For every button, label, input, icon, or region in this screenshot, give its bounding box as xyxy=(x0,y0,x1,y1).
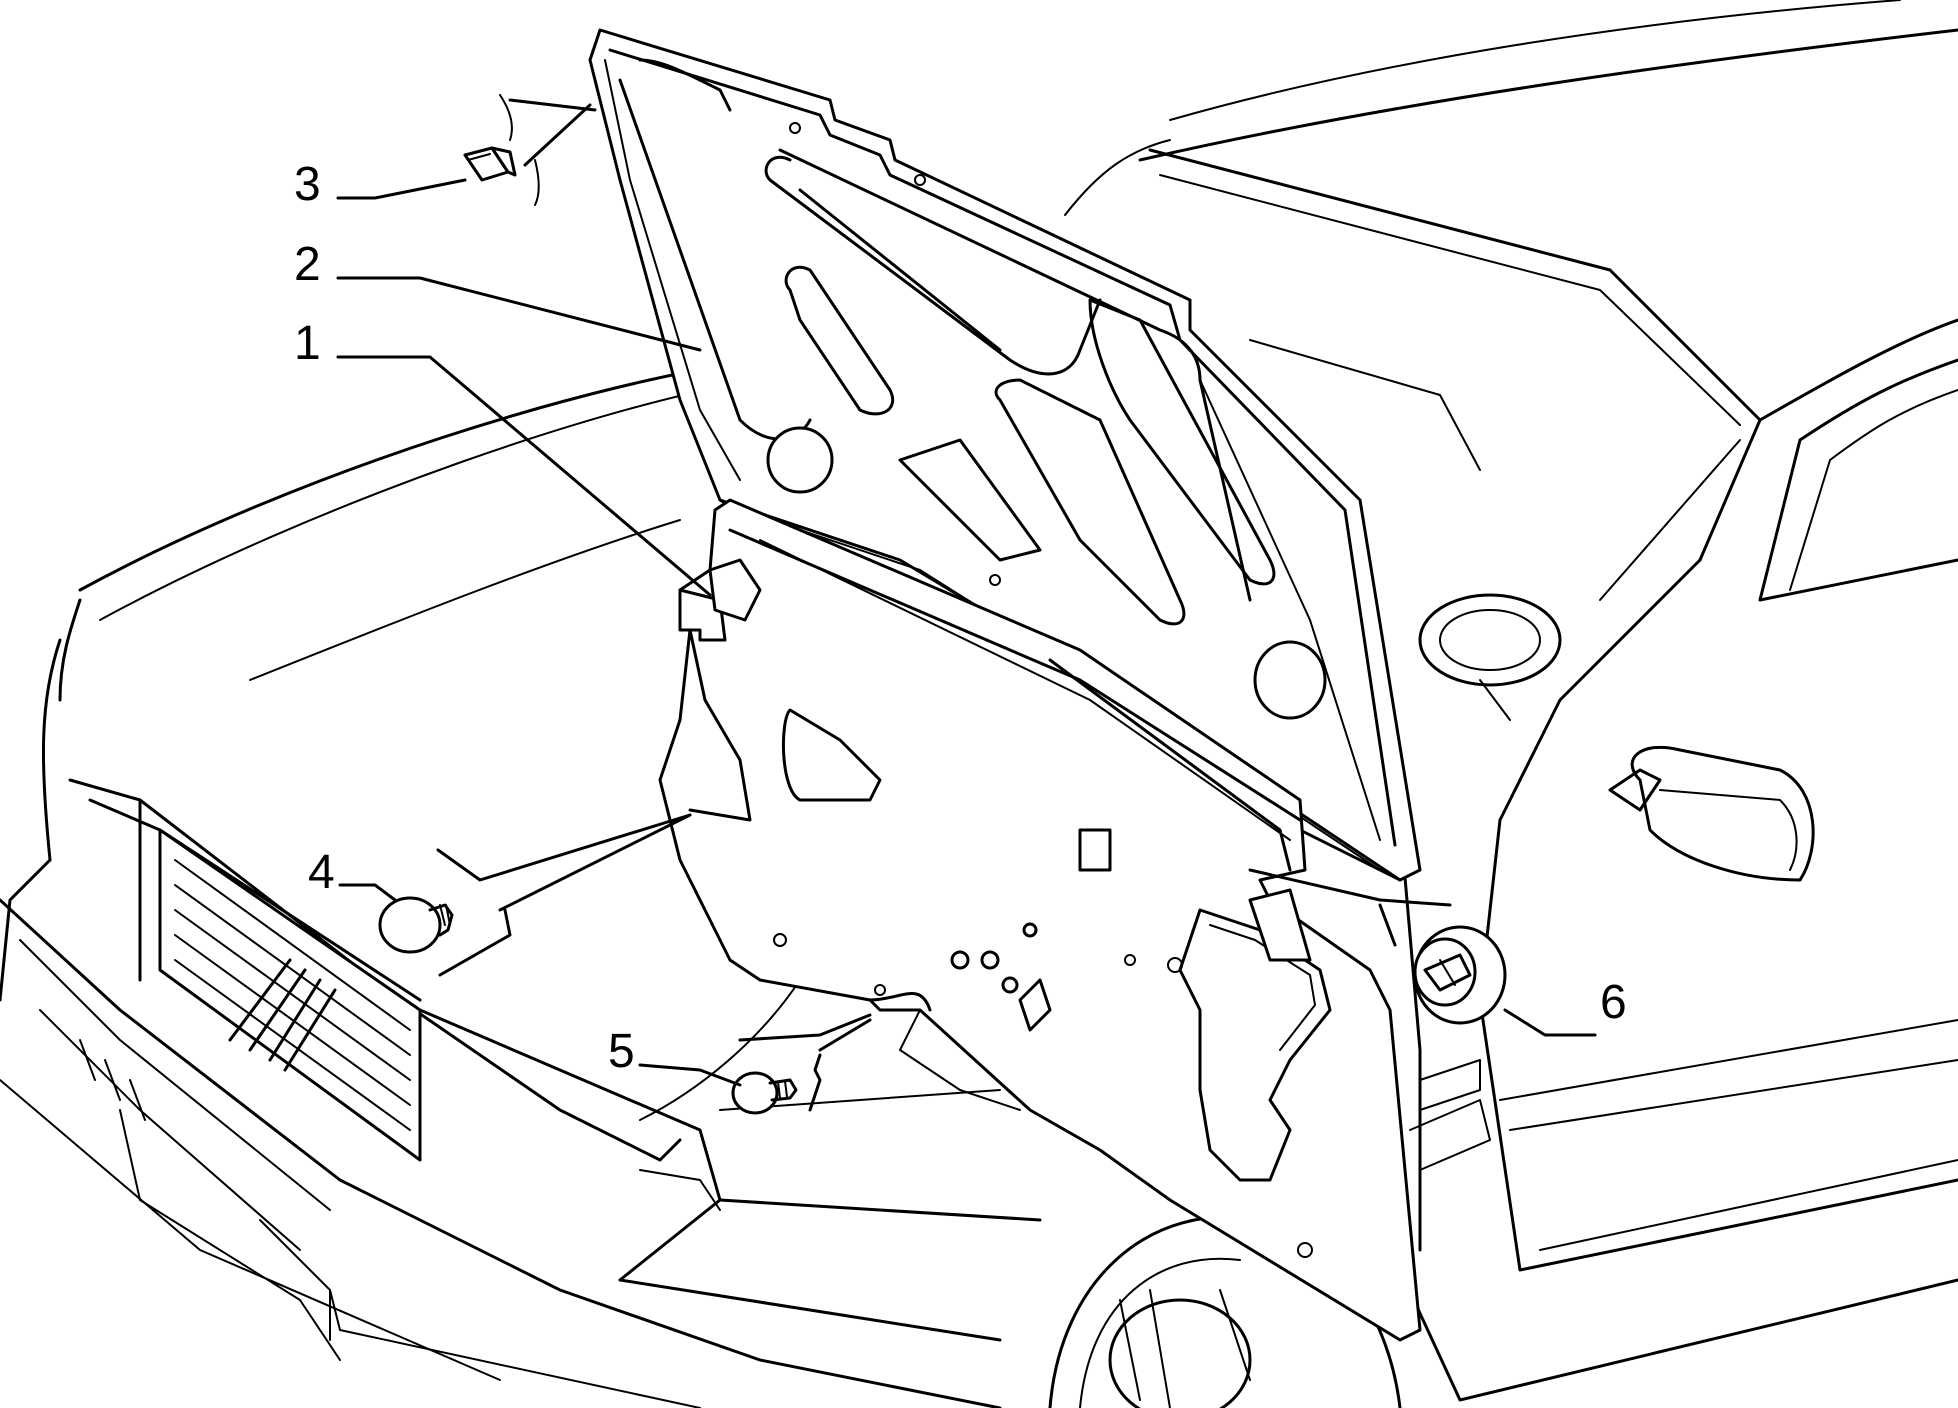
callout-1: 1 xyxy=(294,317,321,370)
grommet-part-6 xyxy=(1413,925,1507,1025)
insulation-panel xyxy=(658,498,1422,1342)
screw-part-5 xyxy=(731,1071,798,1115)
callout-6: 6 xyxy=(1600,976,1627,1029)
callout-2: 2 xyxy=(294,238,321,291)
leader-lines xyxy=(336,94,1597,1112)
push-button-part-4 xyxy=(378,896,454,954)
callout-4: 4 xyxy=(308,846,335,899)
callout-3: 3 xyxy=(294,158,321,211)
hood-clip-part-3 xyxy=(463,146,517,182)
callout-5: 5 xyxy=(608,1025,635,1078)
